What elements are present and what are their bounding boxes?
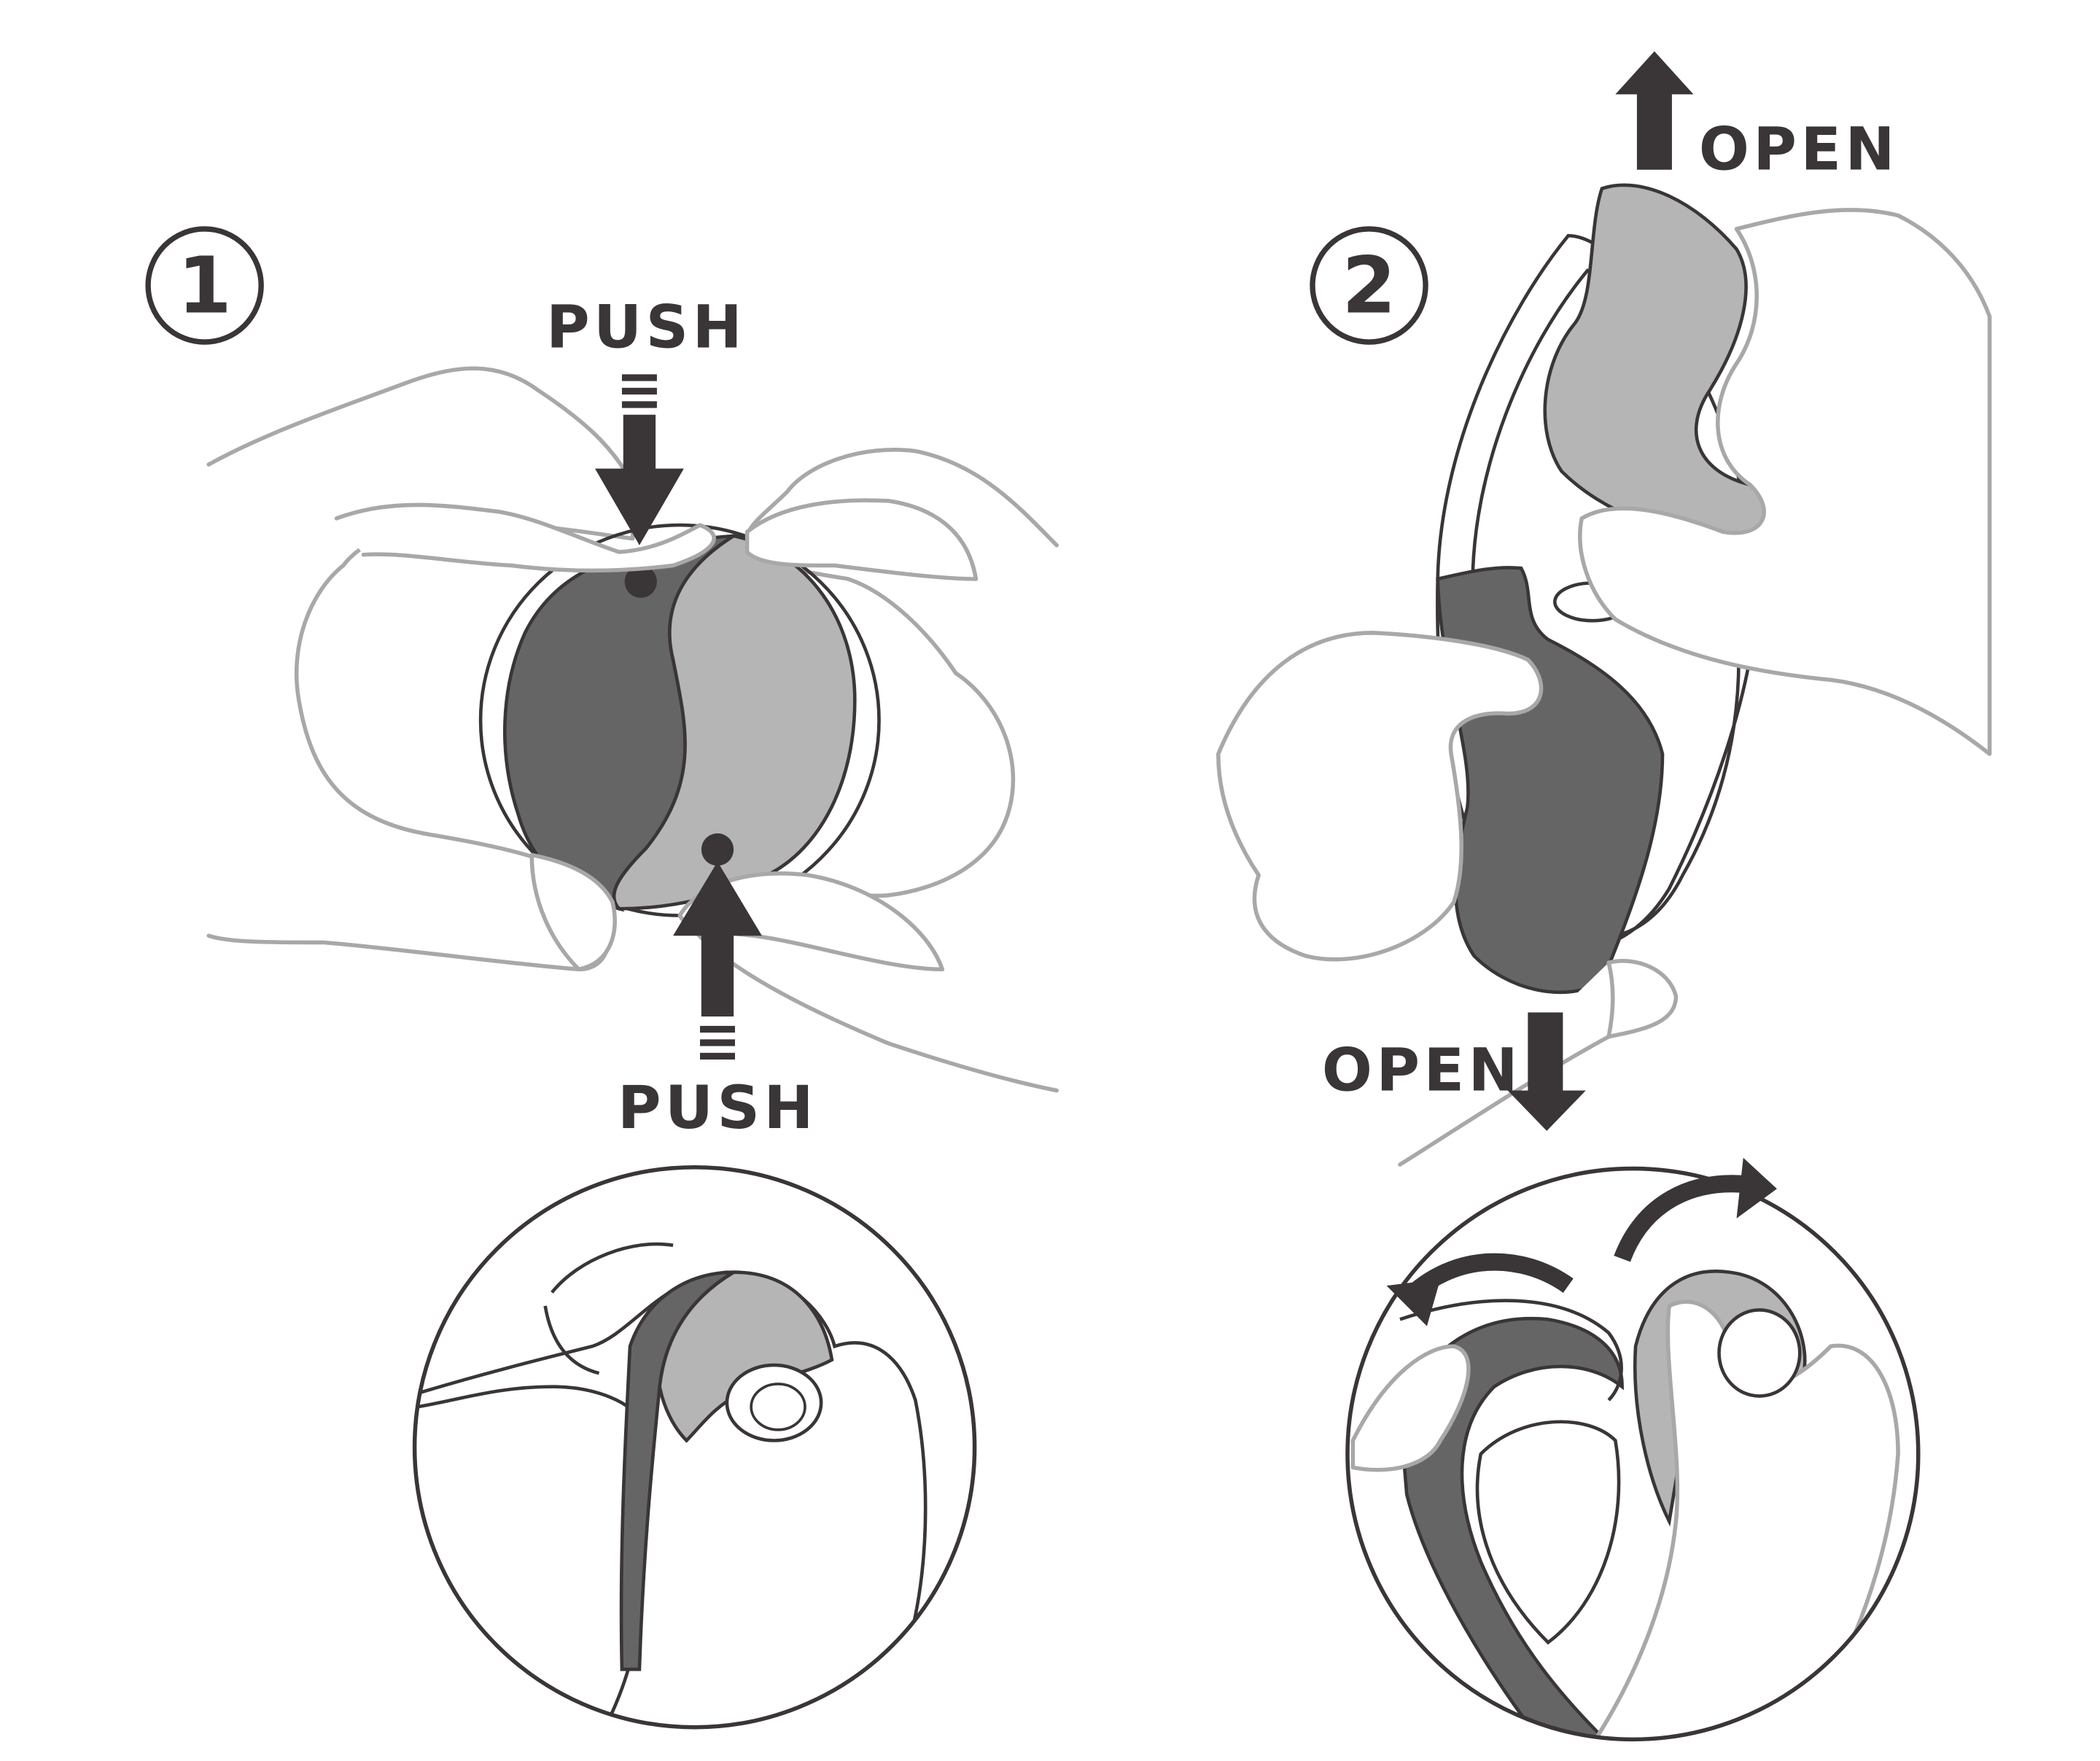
step-2-number: 2 (1342, 241, 1396, 331)
bottom-left-hand (1216, 631, 1544, 962)
step-1-number: 1 (177, 241, 232, 331)
step-2-number-badge: 2 (1310, 226, 1428, 345)
push-arrow-down (595, 374, 684, 545)
step-1-number-badge: 1 (145, 226, 264, 345)
top-right-thumb (744, 498, 979, 581)
ball-light-half (612, 534, 857, 911)
ball (478, 523, 881, 917)
push-label-bottom: PUSH (618, 1074, 817, 1143)
rotate-arrow-left-head (1386, 1278, 1441, 1326)
bottom-left-thumb (529, 852, 617, 972)
ball-dot-bottom (701, 833, 734, 866)
open-arrow-down (1507, 1012, 1586, 1131)
top-right-hand (1578, 208, 1992, 756)
step-2: 2 OPEN OPEN (1216, 51, 1992, 1742)
push-label-top: PUSH (546, 293, 746, 362)
open-arrow-up (1615, 51, 1694, 170)
push-arrow-up (673, 861, 762, 1060)
ball-dot-top (624, 565, 657, 598)
rotate-arrow-right-head (1736, 1157, 1777, 1218)
device-dark-half (1436, 566, 1665, 995)
step-1-detail-inset (412, 1165, 977, 1730)
step-2-detail-inset (1345, 1157, 1921, 1742)
step-1: 1 PUSH (145, 226, 1059, 1730)
open-label-bottom: OPEN (1322, 1037, 1522, 1105)
rotate-arrow-right (1614, 1175, 1751, 1262)
open-label-top: OPEN (1699, 116, 1899, 184)
top-left-thumb (334, 502, 716, 573)
